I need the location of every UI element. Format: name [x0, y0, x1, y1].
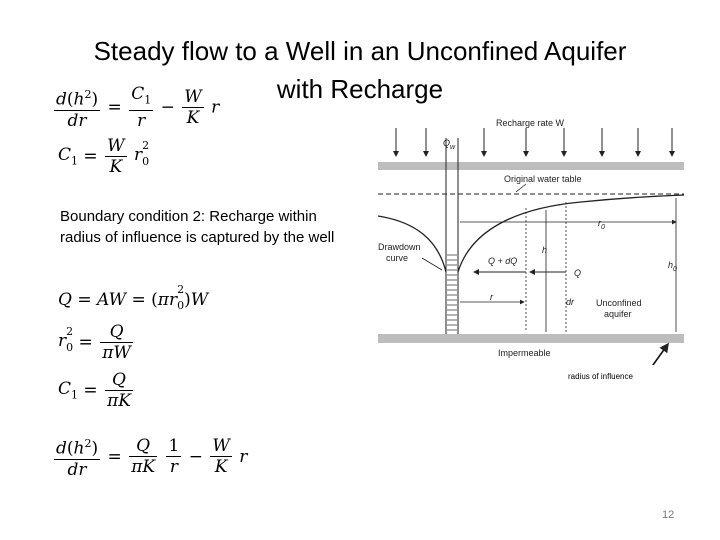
- boundary-condition-text: Boundary condition 2: Recharge within ra…: [60, 208, 335, 246]
- q-dq-label: Q + dQ: [488, 256, 517, 266]
- h-label: h: [542, 245, 547, 255]
- impermeable-label: Impermeable: [498, 348, 551, 358]
- impermeable-base: [378, 334, 684, 343]
- radius-annotation-arrow: [652, 342, 669, 365]
- title-line-2: with Recharge: [276, 74, 444, 104]
- well-recharge-diagram: Recharge rate W Qw Original water table …: [377, 118, 685, 365]
- r-label: r: [490, 292, 494, 302]
- h0-label: h0: [668, 260, 677, 273]
- qw-label: Qw: [443, 138, 456, 151]
- r0-label: r0: [598, 218, 605, 231]
- page-number: 12: [662, 509, 675, 521]
- q-label: Q: [574, 268, 581, 278]
- unconfined-label-1: Unconfined: [596, 298, 642, 308]
- recharge-arrows: [393, 128, 675, 157]
- recharge-rate-label: Recharge rate W: [496, 118, 565, 128]
- well-casing: [445, 138, 459, 340]
- dr-label: dr: [566, 297, 575, 307]
- drawdown-label-2: curve: [386, 253, 408, 263]
- radius-of-influence-annotation: radius of influence: [568, 372, 633, 381]
- title-line-1: Steady flow to a Well in an Unconfined A…: [93, 36, 627, 66]
- ground-surface: [378, 162, 684, 170]
- drawdown-curve-right: [457, 194, 685, 273]
- original-water-table-label: Original water table: [504, 174, 582, 184]
- unconfined-label-2: aquifer: [604, 309, 632, 319]
- slide-title: Steady flow to a Well in an Unconfined A…: [0, 32, 720, 108]
- drawdown-curve-left: [377, 215, 447, 273]
- drawdown-label-1: Drawdown: [378, 242, 421, 252]
